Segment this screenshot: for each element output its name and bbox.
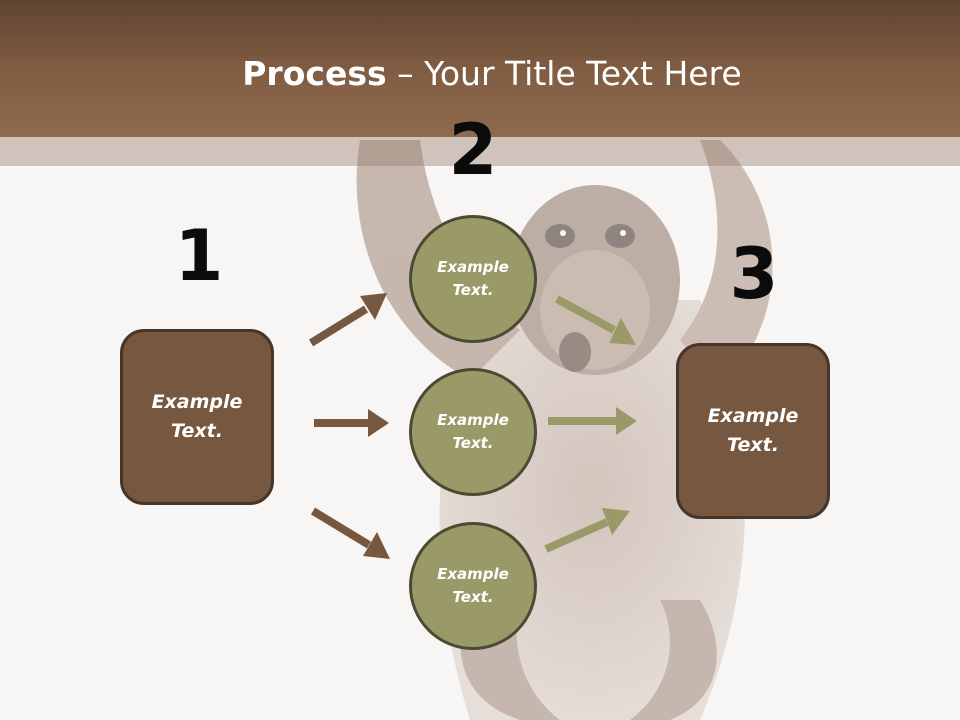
process-circle-1-line2: Text. bbox=[452, 281, 494, 299]
process-circle-3-line1: Example bbox=[437, 565, 509, 583]
arrow-down-right-brown bbox=[310, 507, 390, 559]
step-box-3-line2: Text. bbox=[727, 434, 779, 456]
process-circle-1-line1: Example bbox=[437, 258, 509, 276]
step-box-1-line1: Example bbox=[151, 391, 243, 413]
title-bar bbox=[0, 0, 960, 137]
process-circle-3: Example Text. bbox=[409, 522, 537, 650]
step-number-1: 1 bbox=[174, 215, 224, 297]
title-rest: – Your Title Text Here bbox=[386, 54, 742, 93]
step-box-3: Example Text. bbox=[676, 343, 830, 519]
slide-title: Process – Your Title Text Here bbox=[0, 52, 960, 96]
arrow-right-olive bbox=[548, 407, 637, 435]
title-bar-strip bbox=[0, 137, 960, 166]
arrow-down-right-olive bbox=[555, 295, 636, 345]
step-box-3-line1: Example bbox=[707, 405, 799, 427]
process-circle-3-line2: Text. bbox=[452, 588, 494, 606]
process-circle-2: Example Text. bbox=[409, 368, 537, 496]
process-circle-1: Example Text. bbox=[409, 215, 537, 343]
title-bold: Process bbox=[242, 54, 387, 93]
process-circle-2-line2: Text. bbox=[452, 434, 494, 452]
arrow-up-right-brown bbox=[308, 293, 387, 347]
process-circle-2-line1: Example bbox=[437, 411, 509, 429]
arrow-up-right-olive bbox=[544, 508, 630, 553]
step-box-1-line2: Text. bbox=[171, 420, 223, 442]
step-number-3: 3 bbox=[729, 233, 779, 315]
step-number-2: 2 bbox=[448, 109, 498, 191]
arrow-right-brown bbox=[314, 409, 389, 437]
step-box-1: Example Text. bbox=[120, 329, 274, 505]
